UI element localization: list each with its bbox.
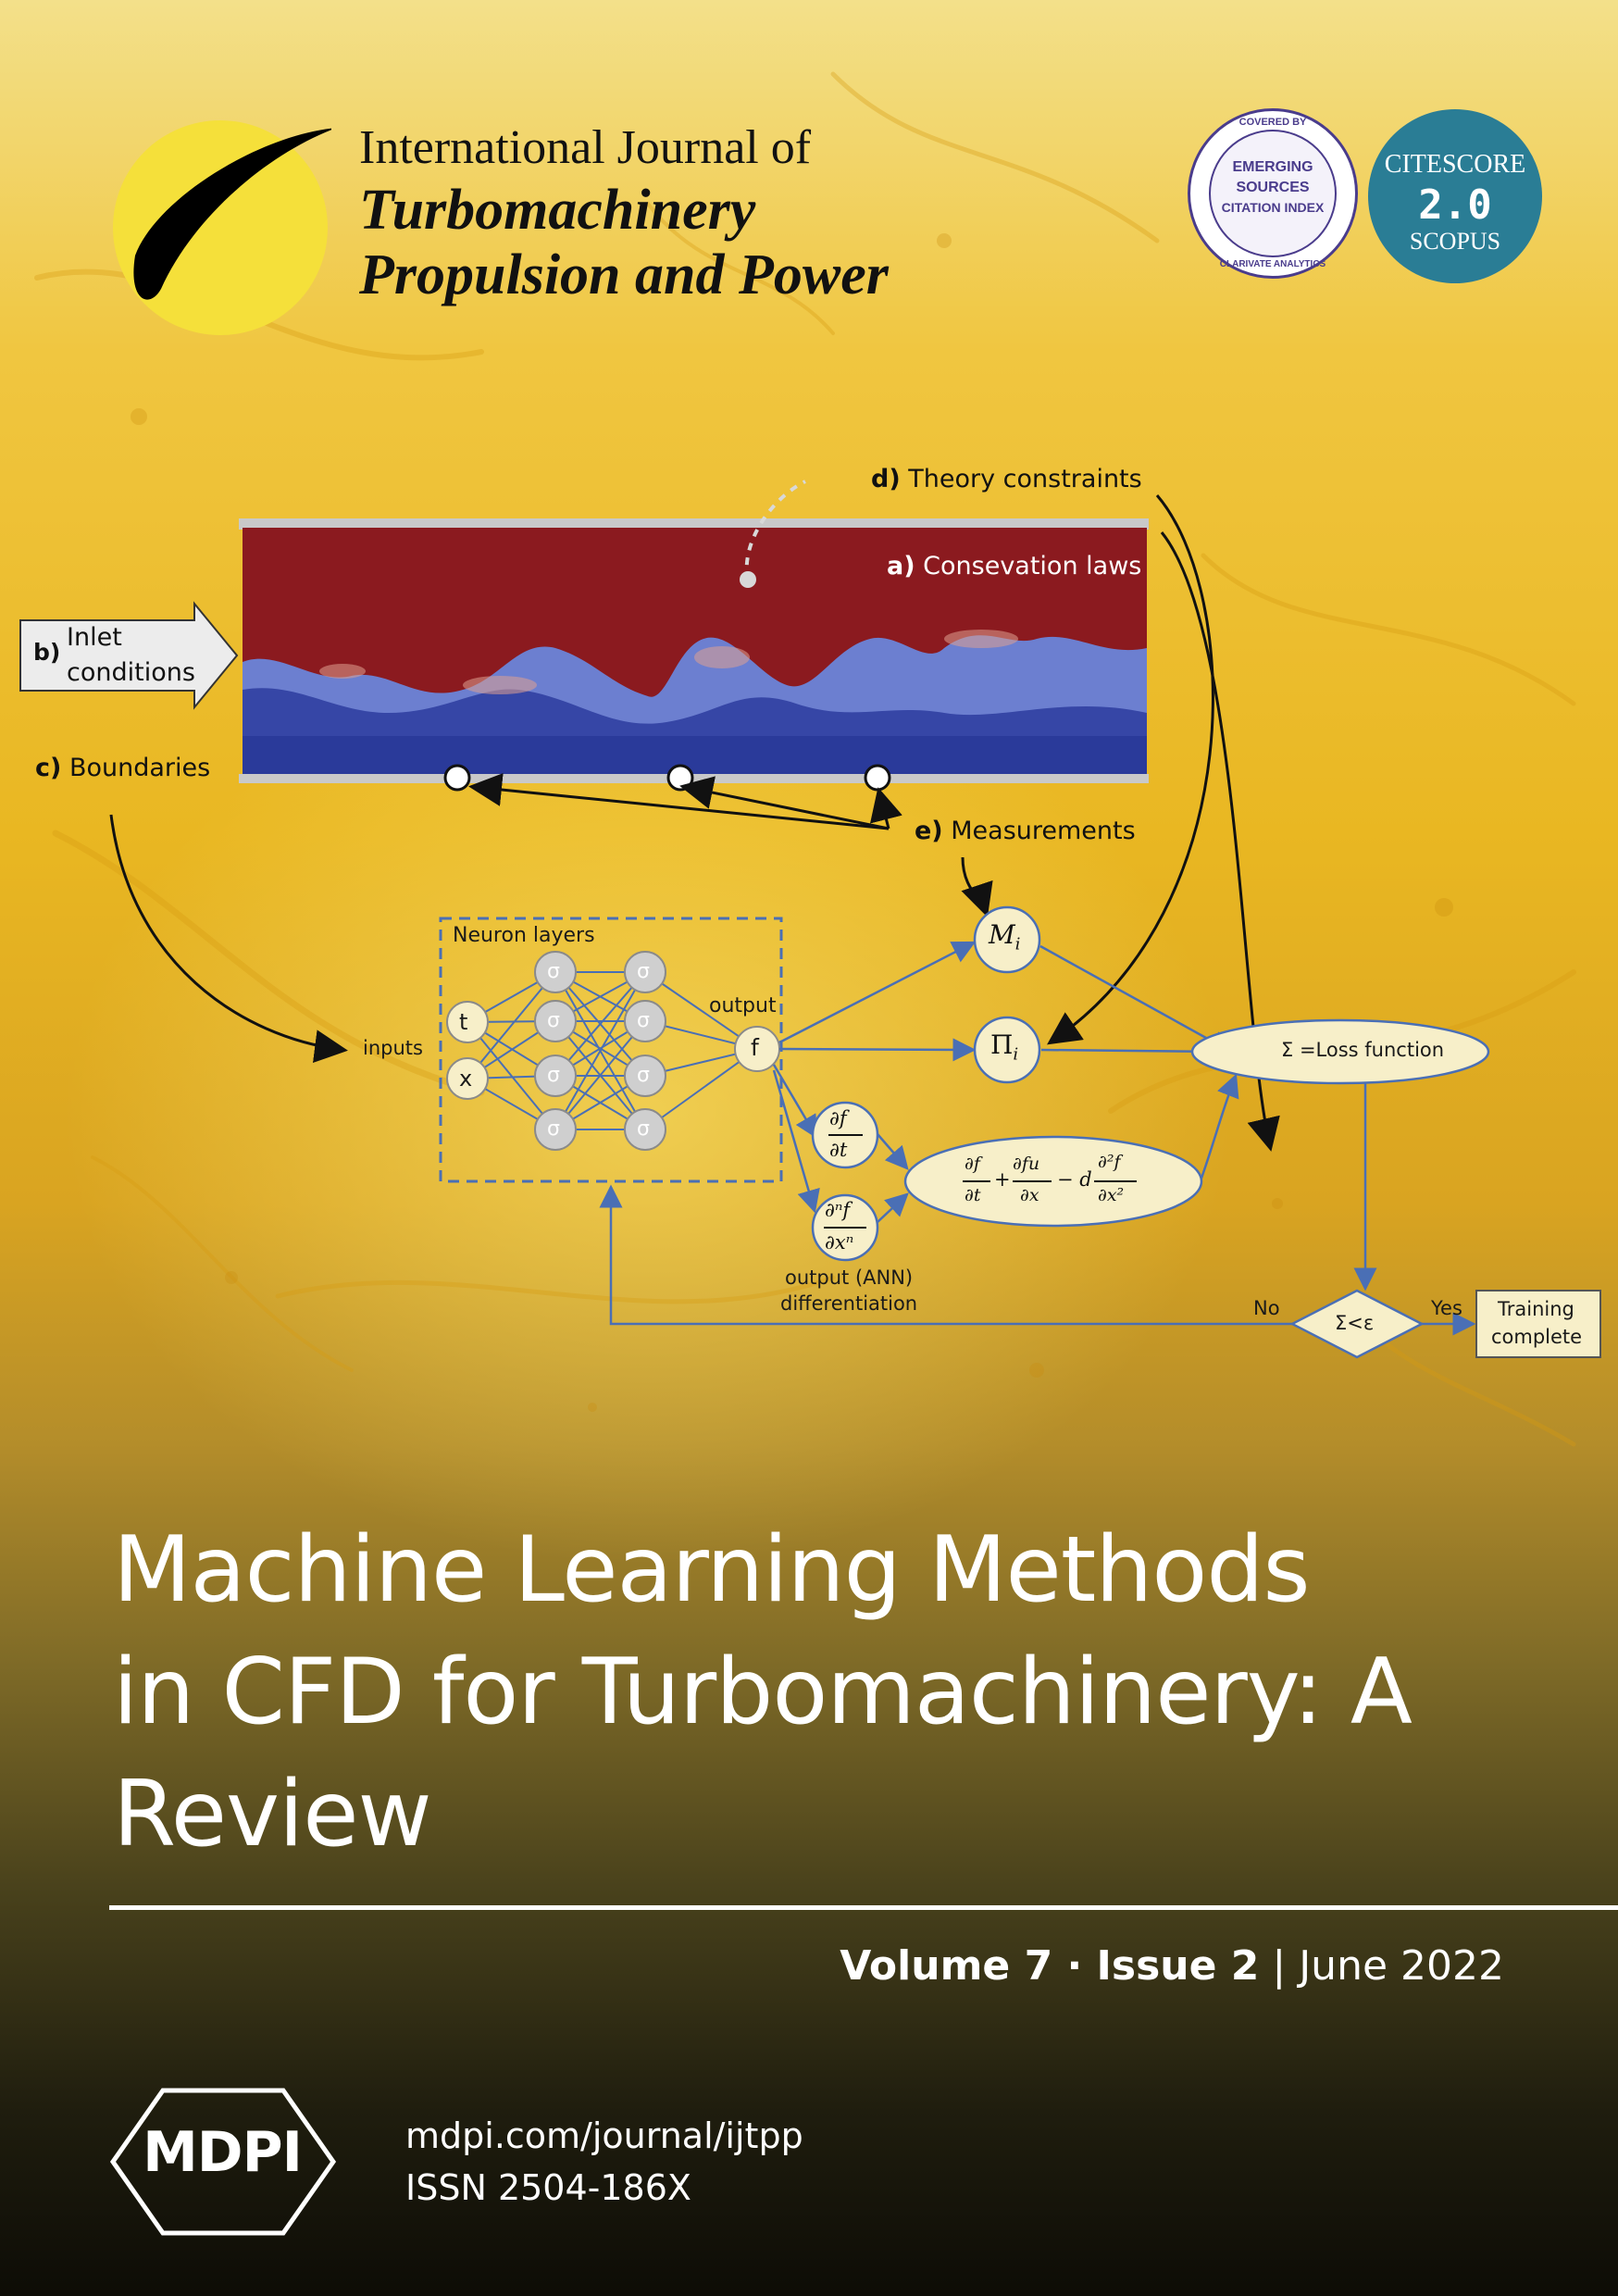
neuron-layers-label: Neuron layers <box>453 924 595 947</box>
citescore-value: 2.0 <box>1418 181 1492 229</box>
journal-url[interactable]: mdpi.com/journal/ijtpp <box>405 2115 803 2156</box>
esci-line1: EMERGING <box>1232 159 1313 175</box>
training-line1: Training <box>1498 1298 1574 1320</box>
sigma-1-1: σ <box>547 960 560 983</box>
sigma-2-4: σ <box>637 1117 650 1141</box>
no-label: No <box>1253 1297 1280 1319</box>
article-title-line2: in CFD for Turbomachinery: A <box>113 1640 1413 1745</box>
pde-term1-den: ∂t <box>965 1185 981 1205</box>
pde-minus: − d <box>1057 1168 1092 1191</box>
output-label: output <box>709 994 777 1017</box>
output-f: f <box>751 1034 759 1061</box>
journal-logo <box>113 120 331 335</box>
issue-info: Volume 7 · Issue 2 | June 2022 <box>840 1942 1504 1990</box>
pinn-diagram <box>19 480 1601 1359</box>
journal-title-line2: Turbomachinery <box>359 179 756 242</box>
inlet-line1: Inlet <box>67 623 122 652</box>
journal-title-line1: International Journal of <box>359 121 812 174</box>
article-title-line1: Machine Learning Methods <box>113 1517 1311 1623</box>
article-title: Machine Learning Methods in CFD for Turb… <box>113 1509 1557 1876</box>
ann-diff-line1: output (ANN) <box>785 1267 914 1289</box>
pde-plus: + <box>994 1168 1011 1191</box>
sigma-2-1: σ <box>637 960 650 983</box>
sigma-1-2: σ <box>547 1009 560 1032</box>
df-dt-den: ∂t <box>829 1139 848 1161</box>
issue-date: June 2022 <box>1299 1942 1504 1990</box>
training-line2: complete <box>1491 1326 1583 1348</box>
df-dt-num: ∂f <box>829 1107 847 1129</box>
journal-title-line3: Propulsion and Power <box>359 243 889 306</box>
pde-term1-num: ∂f <box>965 1154 980 1174</box>
citescore-label: CITESCORE <box>1384 150 1526 179</box>
pi-node-label: Πi <box>990 1029 1019 1065</box>
inlet-arrow <box>19 601 239 710</box>
pde-term3-den: ∂x² <box>1098 1185 1125 1205</box>
training-complete-box <box>1475 1290 1601 1358</box>
pde-term2-den: ∂x <box>1020 1185 1039 1205</box>
ann-diff-line2: differentiation <box>780 1292 918 1315</box>
dnf-num: ∂ⁿf <box>825 1199 851 1221</box>
yes-label: Yes <box>1431 1297 1462 1319</box>
esci-line2: SOURCES <box>1236 180 1310 195</box>
mdpi-logo-text: MDPI <box>143 2120 303 2185</box>
sigma-1-3: σ <box>547 1064 560 1087</box>
dnf-den: ∂xⁿ <box>825 1231 854 1254</box>
inputs-label: inputs <box>363 1037 423 1059</box>
volume: Volume 7 <box>840 1942 1053 1990</box>
issn: ISSN 2504-186X <box>405 2167 691 2208</box>
issue-number: Issue 2 <box>1096 1942 1260 1990</box>
title-divider <box>109 1905 1618 1910</box>
pde-term3-num: ∂²f <box>1098 1152 1121 1172</box>
theory-constraints-label: d) Theory constraints <box>871 465 1142 493</box>
sigma-1-4: σ <box>547 1117 560 1141</box>
mdpi-logo <box>109 2088 337 2236</box>
inlet-line2: conditions <box>67 658 195 687</box>
article-title-line3: Review <box>113 1762 432 1867</box>
measurements-label: e) Measurements <box>915 817 1136 845</box>
conservation-laws-label: a) Consevation laws <box>887 552 1142 580</box>
esci-badge: COVERED BY EMERGING SOURCES CITATION IND… <box>1188 108 1358 279</box>
citescore-badge: CITESCORE 2.0 SCOPUS <box>1368 109 1542 283</box>
sigma-2-2: σ <box>637 1009 650 1032</box>
input-t: t <box>459 1009 468 1035</box>
inlet-letter: b) <box>33 639 61 666</box>
boundaries-label: c) Boundaries <box>35 754 211 782</box>
cfd-flow-field <box>239 480 1149 792</box>
input-x: x <box>459 1066 473 1092</box>
decision-label: Σ<ε <box>1335 1312 1375 1334</box>
loss-function-label: Σ =Loss function <box>1281 1039 1445 1061</box>
citescore-source: SCOPUS <box>1409 228 1501 255</box>
sigma-2-3: σ <box>637 1064 650 1087</box>
pde-term2-num: ∂fu <box>1013 1154 1040 1174</box>
mi-node-label: Mi <box>989 919 1021 955</box>
esci-line3: CITATION INDEX <box>1221 200 1325 215</box>
